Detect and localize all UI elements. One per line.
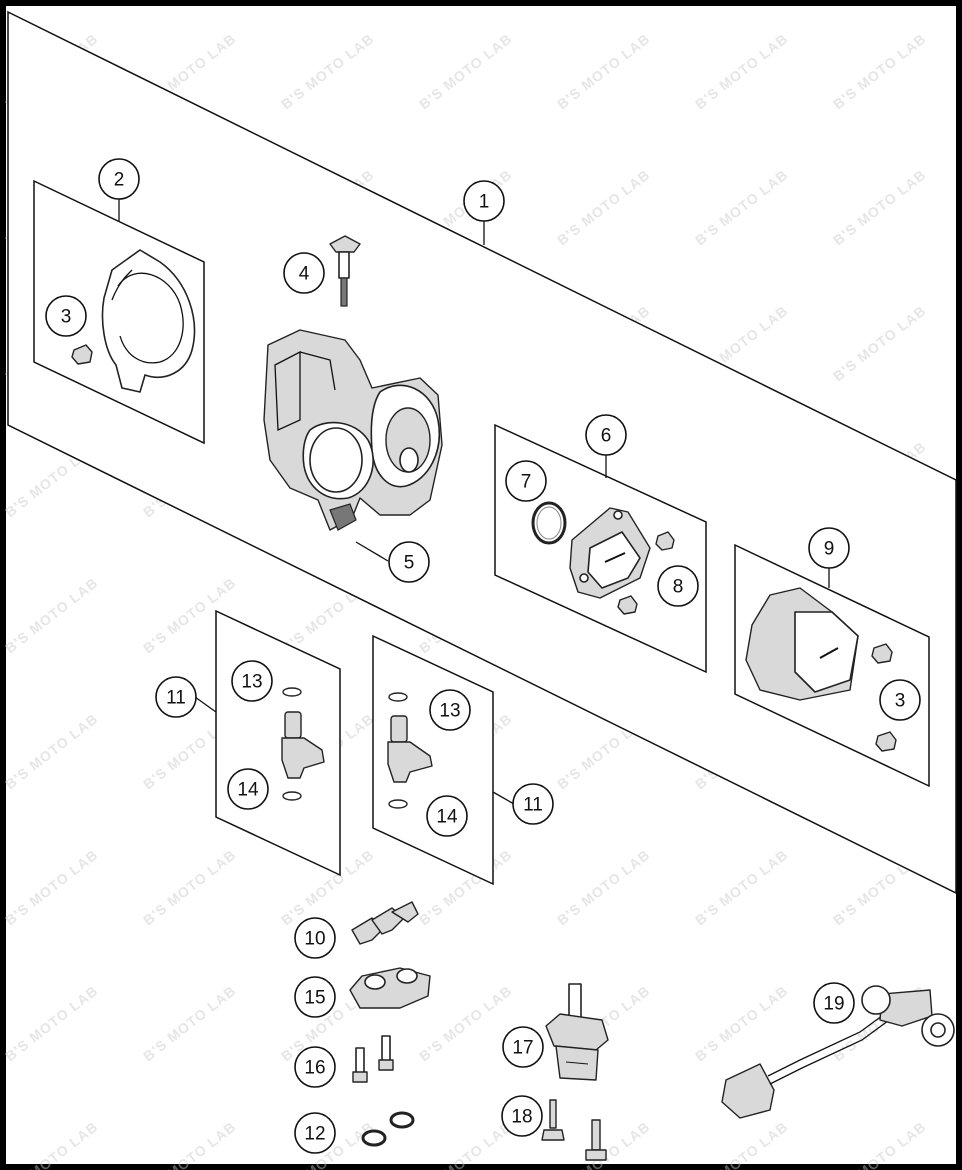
callout-number: 8	[673, 577, 684, 598]
callout-c14a: 14	[227, 768, 269, 810]
callout-number: 3	[61, 307, 72, 328]
callout-circle	[463, 180, 505, 222]
callout-c11a: 11	[155, 676, 197, 718]
throttle-body-part	[263, 329, 443, 531]
callout-circle	[502, 1026, 544, 1068]
callout-c5: 5	[388, 541, 430, 583]
fuel-rail-part	[349, 967, 431, 1009]
cover-screws-part	[871, 643, 897, 752]
callout-number: 2	[114, 170, 125, 191]
injector-right-part	[387, 692, 433, 809]
sensor-cover-part	[745, 587, 859, 701]
callout-number: 14	[436, 807, 458, 828]
callout-number: 17	[512, 1038, 533, 1059]
callout-number: 13	[439, 701, 460, 722]
sensor-screws-part	[617, 531, 675, 615]
callout-c10: 10	[294, 917, 336, 959]
callout-number: 10	[304, 929, 325, 950]
callout-number: 14	[237, 780, 259, 801]
callout-number: 7	[521, 472, 532, 493]
callout-circle	[45, 295, 87, 337]
callout-circle	[388, 541, 430, 583]
callout-c9: 9	[808, 527, 850, 569]
callout-circle	[512, 783, 554, 825]
callout-number: 4	[299, 264, 310, 285]
leader-lines	[118, 197, 830, 805]
callout-number: 13	[241, 672, 262, 693]
callout-c2: 2	[98, 158, 140, 200]
callout-circle	[879, 679, 921, 721]
rail-o-rings-part	[361, 1111, 415, 1147]
callout-number: 11	[523, 795, 543, 816]
callout-c19: 19	[813, 982, 855, 1024]
callout-circle	[294, 1112, 336, 1154]
callout-c4: 4	[283, 252, 325, 294]
callout-c18: 18	[501, 1095, 543, 1137]
callout-circle	[283, 252, 325, 294]
callout-c13b: 13	[429, 689, 471, 731]
callout-circle	[294, 917, 336, 959]
callout-number: 16	[304, 1058, 325, 1079]
callout-circle	[294, 976, 336, 1018]
callout-circle	[227, 768, 269, 810]
callout-c16: 16	[294, 1046, 336, 1088]
callout-circle	[585, 414, 627, 456]
callout-c8: 8	[657, 565, 699, 607]
callout-number: 19	[823, 994, 844, 1015]
callout-c11b: 11	[512, 783, 554, 825]
callout-c17: 17	[502, 1026, 544, 1068]
callout-circle	[505, 460, 547, 502]
wiring-harness-part	[721, 985, 955, 1119]
injector-left-part	[281, 687, 325, 801]
rail-screws-part	[352, 1035, 394, 1083]
callout-c6: 6	[585, 414, 627, 456]
callout-circle	[501, 1095, 543, 1137]
callout-c14b: 14	[426, 795, 468, 837]
callout-c7: 7	[505, 460, 547, 502]
callout-number: 11	[166, 688, 186, 709]
callout-number: 6	[601, 426, 612, 447]
callout-circle	[426, 795, 468, 837]
callout-number: 12	[304, 1124, 325, 1145]
callout-circle	[231, 660, 273, 702]
callout-c12: 12	[294, 1112, 336, 1154]
throttle-position-sensor-part	[569, 507, 651, 599]
panel-throttle-body-assembly	[7, 10, 957, 895]
callout-number: 15	[304, 988, 325, 1009]
callout-circle	[429, 689, 471, 731]
callout-c3b: 3	[879, 679, 921, 721]
callout-circle	[294, 1046, 336, 1088]
callout-number: 9	[824, 539, 835, 560]
callout-c15: 15	[294, 976, 336, 1018]
callout-circle	[98, 158, 140, 200]
sensor-pin-part	[329, 235, 361, 307]
callout-c1: 1	[463, 180, 505, 222]
callout-circle	[155, 676, 197, 718]
callout-number: 3	[895, 691, 906, 712]
callout-circle	[813, 982, 855, 1024]
callout-number: 5	[404, 553, 415, 574]
clips-part	[351, 901, 419, 945]
gasket-part	[101, 249, 196, 393]
screw-part-left	[71, 344, 93, 365]
callout-number: 18	[511, 1107, 532, 1128]
callout-circle	[808, 527, 850, 569]
map-sensor-part	[545, 983, 609, 1081]
callout-number: 1	[479, 192, 490, 213]
callout-circle	[657, 565, 699, 607]
o-ring-part	[531, 501, 567, 545]
callout-c3a: 3	[45, 295, 87, 337]
callout-c13a: 13	[231, 660, 273, 702]
sensor-mount-screws-part	[541, 1099, 607, 1161]
